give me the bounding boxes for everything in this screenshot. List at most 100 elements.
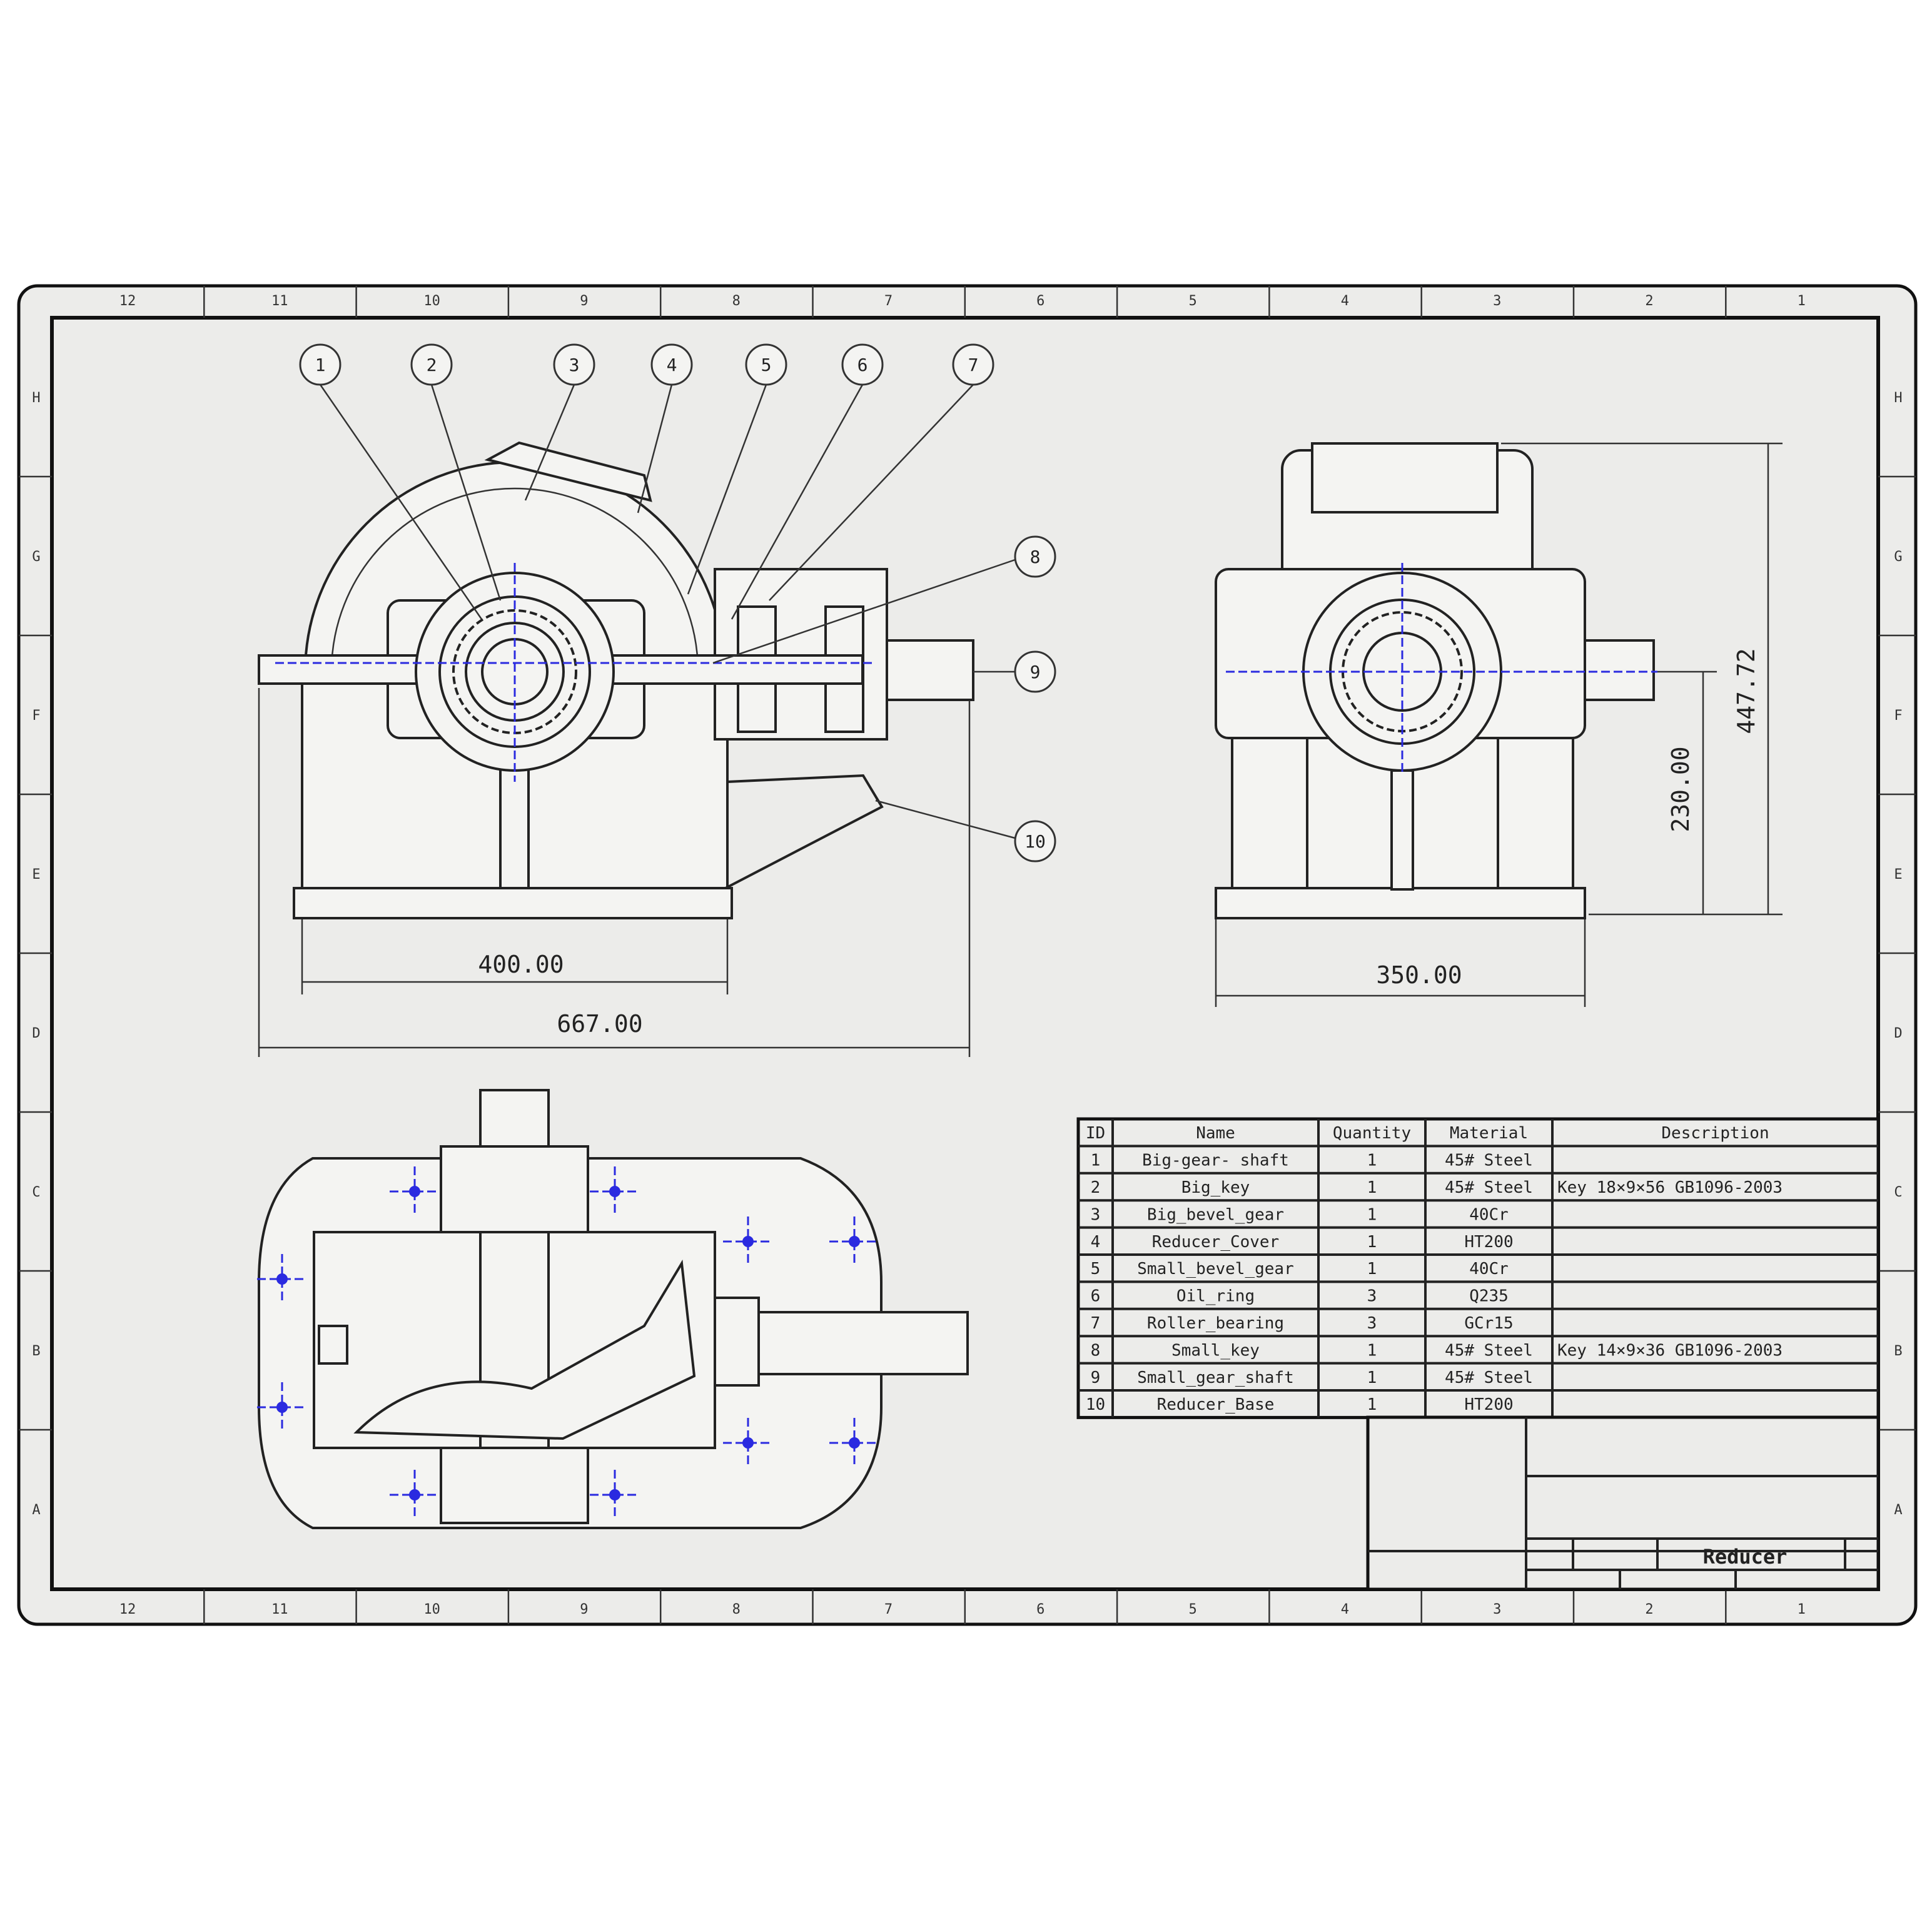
balloon-label: 8 [1030, 547, 1041, 567]
balloon-circle [410, 343, 453, 386]
table-cell: 1 [1367, 1178, 1377, 1197]
drawing-title: Reducer [1703, 1545, 1788, 1569]
zone-row-label: A [1894, 1502, 1902, 1518]
dimension-label: 350.00 [1376, 961, 1462, 989]
balloon-label: 2 [427, 355, 437, 375]
zone-column-label: 9 [580, 293, 588, 309]
balloon-label: 9 [1030, 662, 1041, 682]
dimension-667: 667.00 [258, 688, 971, 1057]
table-cell: 45# Steel [1445, 1368, 1533, 1387]
table-cell: 1 [1367, 1260, 1377, 1278]
table-cell: 3 [1367, 1287, 1377, 1306]
side-view: 350.00 230.00 447.72 [1215, 442, 1783, 1007]
zone-column-label: 11 [271, 1602, 288, 1617]
table-cell: Q235 [1469, 1287, 1509, 1306]
zone-column-label: 2 [1645, 293, 1653, 309]
balloon-circle [1014, 820, 1056, 862]
zone-row-label: D [32, 1026, 40, 1041]
zone-row-label: B [32, 1343, 40, 1359]
table-cell: 3 [1367, 1314, 1377, 1333]
zone-column-label: 5 [1188, 1602, 1196, 1617]
balloon-label: 1 [315, 355, 326, 375]
dimension-label: 230.00 [1667, 746, 1694, 832]
zone-column-label: 6 [1036, 1602, 1044, 1617]
zone-row-label: G [1894, 549, 1902, 565]
balloon-label: 5 [761, 355, 772, 375]
center-point [409, 1489, 420, 1500]
center-marks [257, 1166, 879, 1520]
table-cell: HT200 [1464, 1233, 1513, 1252]
zone-column-label: 5 [1188, 293, 1196, 309]
title-block: Reducer [1366, 1415, 1880, 1591]
table-cell: Big-gear- shaft [1142, 1151, 1289, 1170]
table-cell: 1 [1367, 1233, 1377, 1252]
balloon-circle [1014, 650, 1056, 693]
table-cell: 8 [1091, 1341, 1101, 1360]
zone-column-label: 3 [1493, 293, 1501, 309]
dimension-label: 447.72 [1732, 648, 1760, 734]
table-cell: 3 [1091, 1205, 1101, 1224]
zone-row-label: F [32, 708, 40, 724]
table-cell: Big_bevel_gear [1147, 1205, 1284, 1224]
balloon-label: 4 [667, 355, 677, 375]
center-point [409, 1186, 420, 1197]
zone-row-label: C [1894, 1185, 1902, 1200]
balloon-label: 10 [1024, 831, 1046, 852]
table-cell: Big_key [1181, 1178, 1250, 1197]
inspection-cover [484, 441, 652, 502]
zone-column-label: 1 [1798, 293, 1806, 309]
table-cell: 1 [1367, 1368, 1377, 1387]
table-cell: 1 [1091, 1151, 1101, 1170]
zone-column-label: 7 [884, 1602, 893, 1617]
table-cell: Reducer_Cover [1152, 1233, 1280, 1252]
balloon-label: 6 [857, 355, 868, 375]
table-cell: 2 [1091, 1178, 1101, 1197]
table-cell: 1 [1367, 1341, 1377, 1360]
zone-column-label: 4 [1341, 293, 1349, 309]
zone-row-label: B [1894, 1343, 1902, 1359]
dimension-350: 350.00 [1215, 919, 1586, 1007]
table-cell: GCr15 [1464, 1314, 1513, 1333]
zone-column-label: 6 [1036, 293, 1044, 309]
table-cell: 5 [1091, 1260, 1101, 1278]
dimension-230: 230.00 [1589, 670, 1783, 916]
leader-lines [319, 384, 1016, 839]
zone-row-label: E [32, 867, 40, 883]
zone-column-label: 9 [580, 1602, 588, 1617]
zone-row-label: H [1894, 390, 1902, 406]
table-header: Material [1450, 1124, 1528, 1143]
zone-column-label: 10 [423, 293, 440, 309]
table-cell: 10 [1086, 1395, 1105, 1414]
table-header: Name [1196, 1124, 1235, 1143]
balloon-circle [745, 343, 787, 386]
table-header: ID [1086, 1124, 1105, 1143]
zone-column-label: 10 [423, 1602, 440, 1617]
inspection-cover-side [1311, 442, 1499, 513]
table-cell: 40Cr [1469, 1205, 1509, 1224]
table-cell: Key 14×9×36 GB1096-2003 [1557, 1341, 1783, 1360]
zone-column-label: 2 [1645, 1602, 1653, 1617]
balloon-circle [841, 343, 884, 386]
balloon-circle [553, 343, 595, 386]
center-point [742, 1236, 754, 1247]
dimension-447: 447.72 [1501, 442, 1783, 914]
zone-column-label: 12 [119, 1602, 136, 1617]
center-point [849, 1437, 860, 1449]
zone-column-label: 1 [1798, 1602, 1806, 1617]
center-point [276, 1402, 288, 1413]
table-cell: 1 [1367, 1205, 1377, 1224]
zone-column-label: 11 [271, 293, 288, 309]
table-cell: Oil_ring [1176, 1287, 1255, 1306]
table-cell: 40Cr [1469, 1260, 1509, 1278]
table-cell: Small_gear_shaft [1137, 1368, 1293, 1387]
table-cell: 7 [1091, 1314, 1101, 1333]
zone-row-label: F [1894, 708, 1902, 724]
table-cell: Key 18×9×56 GB1096-2003 [1557, 1178, 1783, 1197]
balloon-label: 3 [569, 355, 580, 375]
center-point [742, 1437, 754, 1449]
zone-column-label: 7 [884, 293, 893, 309]
